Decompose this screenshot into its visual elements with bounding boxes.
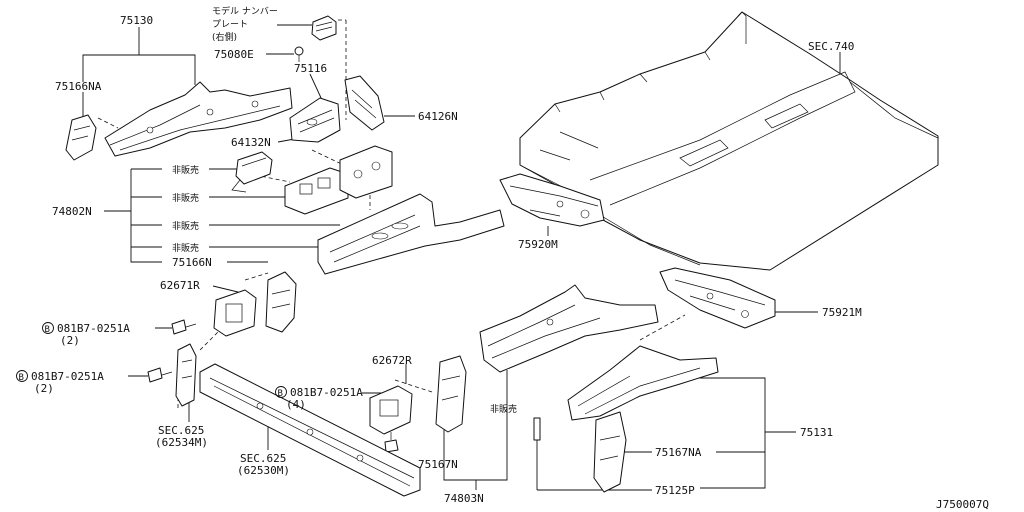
- part-75125p: [533, 417, 541, 441]
- bolt-symbol-a-letter: B: [45, 325, 50, 335]
- label-62534m: (62534M): [155, 436, 208, 449]
- labels: モデル ナンバー プレート (右側) 75080E 75130 75116 75…: [16, 5, 989, 511]
- model-plate-label-3: (右側): [212, 31, 237, 43]
- part-64126n: [344, 75, 385, 131]
- bolt-symbol-a: [42, 322, 54, 334]
- label-75920m: 75920M: [518, 238, 558, 251]
- bolt-symbol-b: [16, 370, 28, 382]
- label-64132n: 64132N: [231, 136, 271, 149]
- bolt-symbol-c: [275, 386, 287, 398]
- label-not-for-sale-2: 非販売: [172, 192, 199, 204]
- part-75167n: [435, 355, 467, 433]
- label-75125p: 75125P: [655, 484, 695, 497]
- rivet-75080e: [294, 46, 304, 62]
- part-75116: [289, 97, 341, 143]
- label-75116: 75116: [294, 62, 327, 75]
- label-bolt-b-qty: (2): [34, 382, 54, 395]
- label-75166na: 75166NA: [55, 80, 102, 93]
- label-bolt-b-code: 081B7-0251A: [31, 370, 104, 383]
- part-75167na: [593, 411, 627, 493]
- part-75920m: [499, 173, 605, 227]
- part-long-member: [317, 193, 505, 275]
- part-75131: [479, 284, 659, 373]
- label-74802n: 74802N: [52, 205, 92, 218]
- parts-drawings: [65, 11, 939, 497]
- label-sec625-b: SEC.625: [240, 452, 286, 465]
- floor-panel: [519, 11, 939, 271]
- part-75921m: [659, 267, 776, 329]
- label-62672r: 62672R: [372, 354, 412, 367]
- part-box-bracket: [284, 167, 349, 215]
- part-62671r: [213, 289, 257, 337]
- label-75167na: 75167NA: [655, 446, 702, 459]
- part-75166n: [265, 271, 297, 333]
- bolts: [147, 319, 399, 453]
- label-bolt-a-qty: (2): [60, 334, 80, 347]
- label-62530m: (62530M): [237, 464, 290, 477]
- label-75131: 75131: [800, 426, 833, 439]
- label-64126n: 64126N: [418, 110, 458, 123]
- label-bolt-c-qty: (4): [286, 398, 306, 411]
- part-75166na: [65, 114, 97, 161]
- part-75130: [104, 81, 293, 157]
- leader-lines: [82, 19, 841, 491]
- bolt-symbol-b-letter: B: [19, 373, 24, 383]
- part-62672r: [369, 385, 413, 435]
- label-not-for-sale-1: 非販売: [172, 164, 199, 176]
- part-75131-extension: [567, 345, 719, 421]
- label-75167n: 75167N: [418, 458, 458, 471]
- label-sec625-a: SEC.625: [158, 424, 204, 437]
- part-64132n: [231, 151, 273, 193]
- diagram-id: J750007Q: [936, 498, 989, 511]
- label-not-for-sale-3: 非販売: [172, 220, 199, 232]
- part-62534m: [175, 343, 197, 407]
- label-75080e: 75080E: [214, 48, 254, 61]
- label-bolt-a-code: 081B7-0251A: [57, 322, 130, 335]
- label-75130: 75130: [120, 14, 153, 27]
- label-74803n: 74803N: [444, 492, 484, 505]
- label-75166n: 75166N: [172, 256, 212, 269]
- model-plate: [311, 15, 337, 41]
- label-not-for-sale-5: 非販売: [490, 403, 517, 415]
- label-not-for-sale-4: 非販売: [172, 242, 199, 254]
- model-plate-label-1: モデル ナンバー: [212, 5, 278, 17]
- bolt-symbol-c-letter: B: [278, 389, 283, 399]
- label-62671r: 62671R: [160, 279, 200, 292]
- label-sec740: SEC.740: [808, 40, 854, 53]
- part-box-member: [339, 145, 393, 199]
- part-62530m: [199, 363, 421, 497]
- model-plate-label-2: プレート: [212, 19, 248, 30]
- label-75921m: 75921M: [822, 306, 862, 319]
- label-bolt-c-code: 081B7-0251A: [290, 386, 363, 399]
